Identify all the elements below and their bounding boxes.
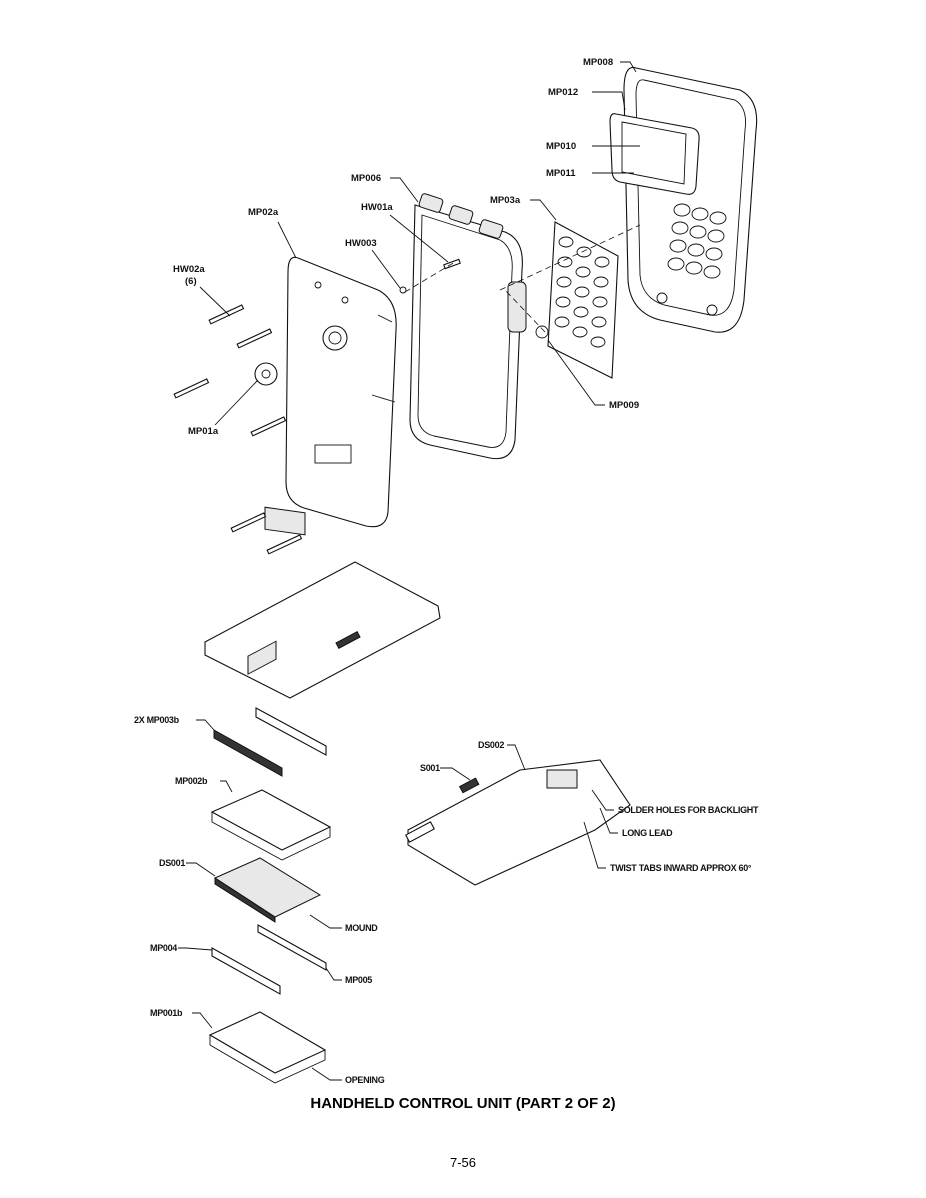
display-window xyxy=(609,113,700,195)
page-number: 7-56 xyxy=(450,1155,476,1170)
label-twist-tabs: TWIST TABS INWARD APPROX 60° xyxy=(610,863,752,873)
keypad xyxy=(547,221,619,379)
diagram-title: HANDHELD CONTROL UNIT (PART 2 OF 2) xyxy=(310,1095,615,1112)
mp004-strip xyxy=(211,947,281,995)
keypad-holes xyxy=(656,203,727,316)
label-long-lead: LONG LEAD xyxy=(622,828,673,838)
label-mp010: MP010 xyxy=(546,141,576,152)
label-hw003: HW003 xyxy=(345,238,377,249)
main-pcb xyxy=(204,561,441,699)
screws-hw02a xyxy=(173,304,303,555)
front-housing xyxy=(609,66,758,333)
mp005-strip xyxy=(257,924,327,971)
label-plate xyxy=(264,506,306,536)
label-mp003b: 2X MP003b xyxy=(134,715,180,725)
label-mp001b: MP001b xyxy=(150,1008,183,1018)
label-mp011: MP011 xyxy=(546,168,576,179)
ds001-lcd xyxy=(213,857,322,923)
o-ring xyxy=(535,325,549,339)
label-mp01a: MP01a xyxy=(188,426,219,437)
label-mp004: MP004 xyxy=(150,943,177,953)
label-hw02a: HW02a xyxy=(173,264,205,275)
back-housing xyxy=(285,256,397,528)
label-mp012: MP012 xyxy=(548,87,578,98)
mp003b-strips xyxy=(213,707,327,777)
mp001b-tray xyxy=(208,1011,327,1084)
label-s001: S001 xyxy=(420,763,440,773)
label-ds002: DS002 xyxy=(478,740,504,750)
display-pcb xyxy=(405,759,631,886)
label-mp009: MP009 xyxy=(609,400,639,411)
label-hw01a: HW01a xyxy=(361,202,393,213)
assembly-lines xyxy=(404,224,641,333)
label-mp005: MP005 xyxy=(345,975,372,985)
label-ds001: DS001 xyxy=(159,858,185,868)
label-solder-holes: SOLDER HOLES FOR BACKLIGHT xyxy=(618,805,759,815)
label-mound: MOUND xyxy=(345,923,378,933)
mp002b-frame xyxy=(210,789,332,861)
label-hw02a-qty: (6) xyxy=(185,276,197,287)
label-mp008: MP008 xyxy=(583,57,613,68)
label-mp006: MP006 xyxy=(351,173,381,184)
label-mp03a: MP03a xyxy=(490,195,521,206)
gasket xyxy=(409,193,527,460)
leader-lines xyxy=(178,61,640,1081)
label-mp02a: MP02a xyxy=(248,207,279,218)
label-opening: OPENING xyxy=(345,1075,385,1085)
knob-mp01a xyxy=(254,362,278,386)
washer-hw003 xyxy=(399,286,407,294)
label-mp002b: MP002b xyxy=(175,776,208,786)
